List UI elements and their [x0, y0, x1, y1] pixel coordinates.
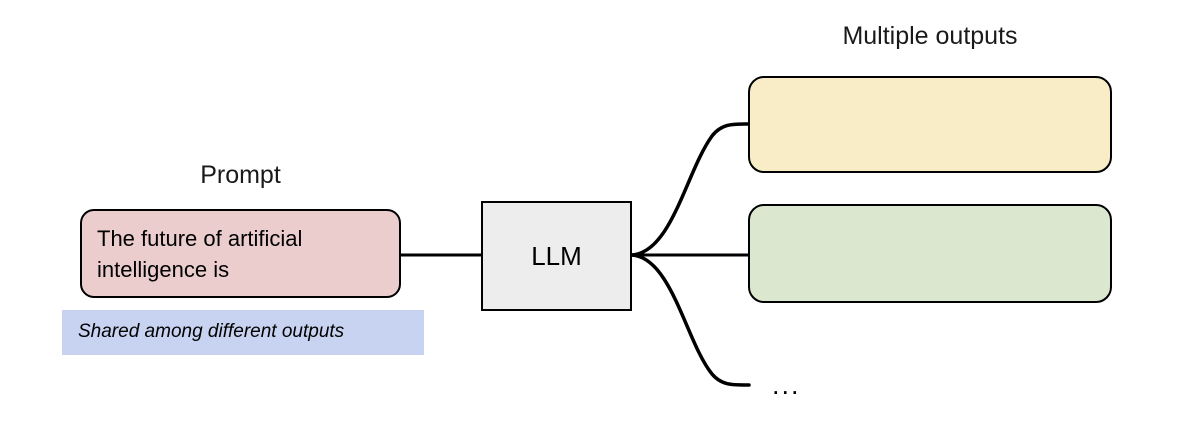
- output-box[interactable]: [748, 204, 1112, 303]
- prompt-text: The future of artificial intelligence is: [97, 225, 303, 282]
- outputs-section-label: Multiple outputs: [842, 22, 1018, 50]
- prompt-section-label: Prompt: [200, 161, 281, 189]
- shared-among-outputs-note: Shared among different outputs: [62, 310, 424, 355]
- shared-among-outputs-note-text: Shared among different outputs: [78, 321, 345, 343]
- more-outputs-ellipsis: ...: [772, 370, 801, 400]
- llm-box[interactable]: LLM: [481, 201, 632, 311]
- connector-llm-to-output-1: [630, 122, 751, 257]
- output-box[interactable]: [748, 76, 1112, 173]
- connector-llm-to-more-outputs: [630, 253, 751, 387]
- prompt-box[interactable]: The future of artificial intelligence is: [80, 209, 401, 298]
- llm-label: LLM: [531, 241, 582, 271]
